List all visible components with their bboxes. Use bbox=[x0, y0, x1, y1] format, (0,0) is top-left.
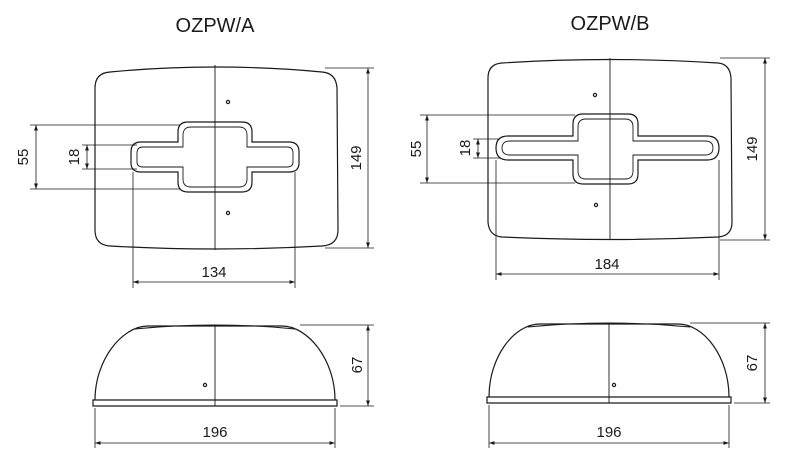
variant-a: OZPW/A 55 18 bbox=[15, 15, 374, 448]
variant-a-width-label: 196 bbox=[202, 424, 227, 441]
variant-b-title: OZPW/B bbox=[571, 13, 650, 35]
variant-a-depth-label: 67 bbox=[349, 357, 366, 374]
variant-b-depth-label: 67 bbox=[744, 355, 761, 372]
variant-b-top-view: 55 18 149 184 bbox=[408, 57, 770, 280]
variant-b-opening-height-label: 55 bbox=[408, 141, 425, 158]
variant-a-height-label: 149 bbox=[348, 145, 365, 170]
variant-a-slot-width-label: 134 bbox=[201, 264, 226, 281]
variant-b-side-view: 67 196 bbox=[486, 322, 770, 448]
variant-b: OZPW/B 55 18 bbox=[408, 13, 770, 448]
variant-b-slot-height-label: 18 bbox=[457, 140, 474, 157]
variant-a-side-view: 67 196 bbox=[92, 324, 374, 448]
variant-a-title: OZPW/A bbox=[176, 15, 256, 37]
variant-b-slot-width-label: 184 bbox=[594, 256, 619, 273]
variant-a-opening-height-label: 55 bbox=[15, 149, 32, 166]
variant-a-slot-height-label: 18 bbox=[66, 149, 83, 166]
variant-b-height-label: 149 bbox=[744, 136, 761, 161]
variant-a-top-view: 55 18 149 134 bbox=[15, 65, 374, 288]
variant-b-width-label: 196 bbox=[596, 424, 621, 441]
